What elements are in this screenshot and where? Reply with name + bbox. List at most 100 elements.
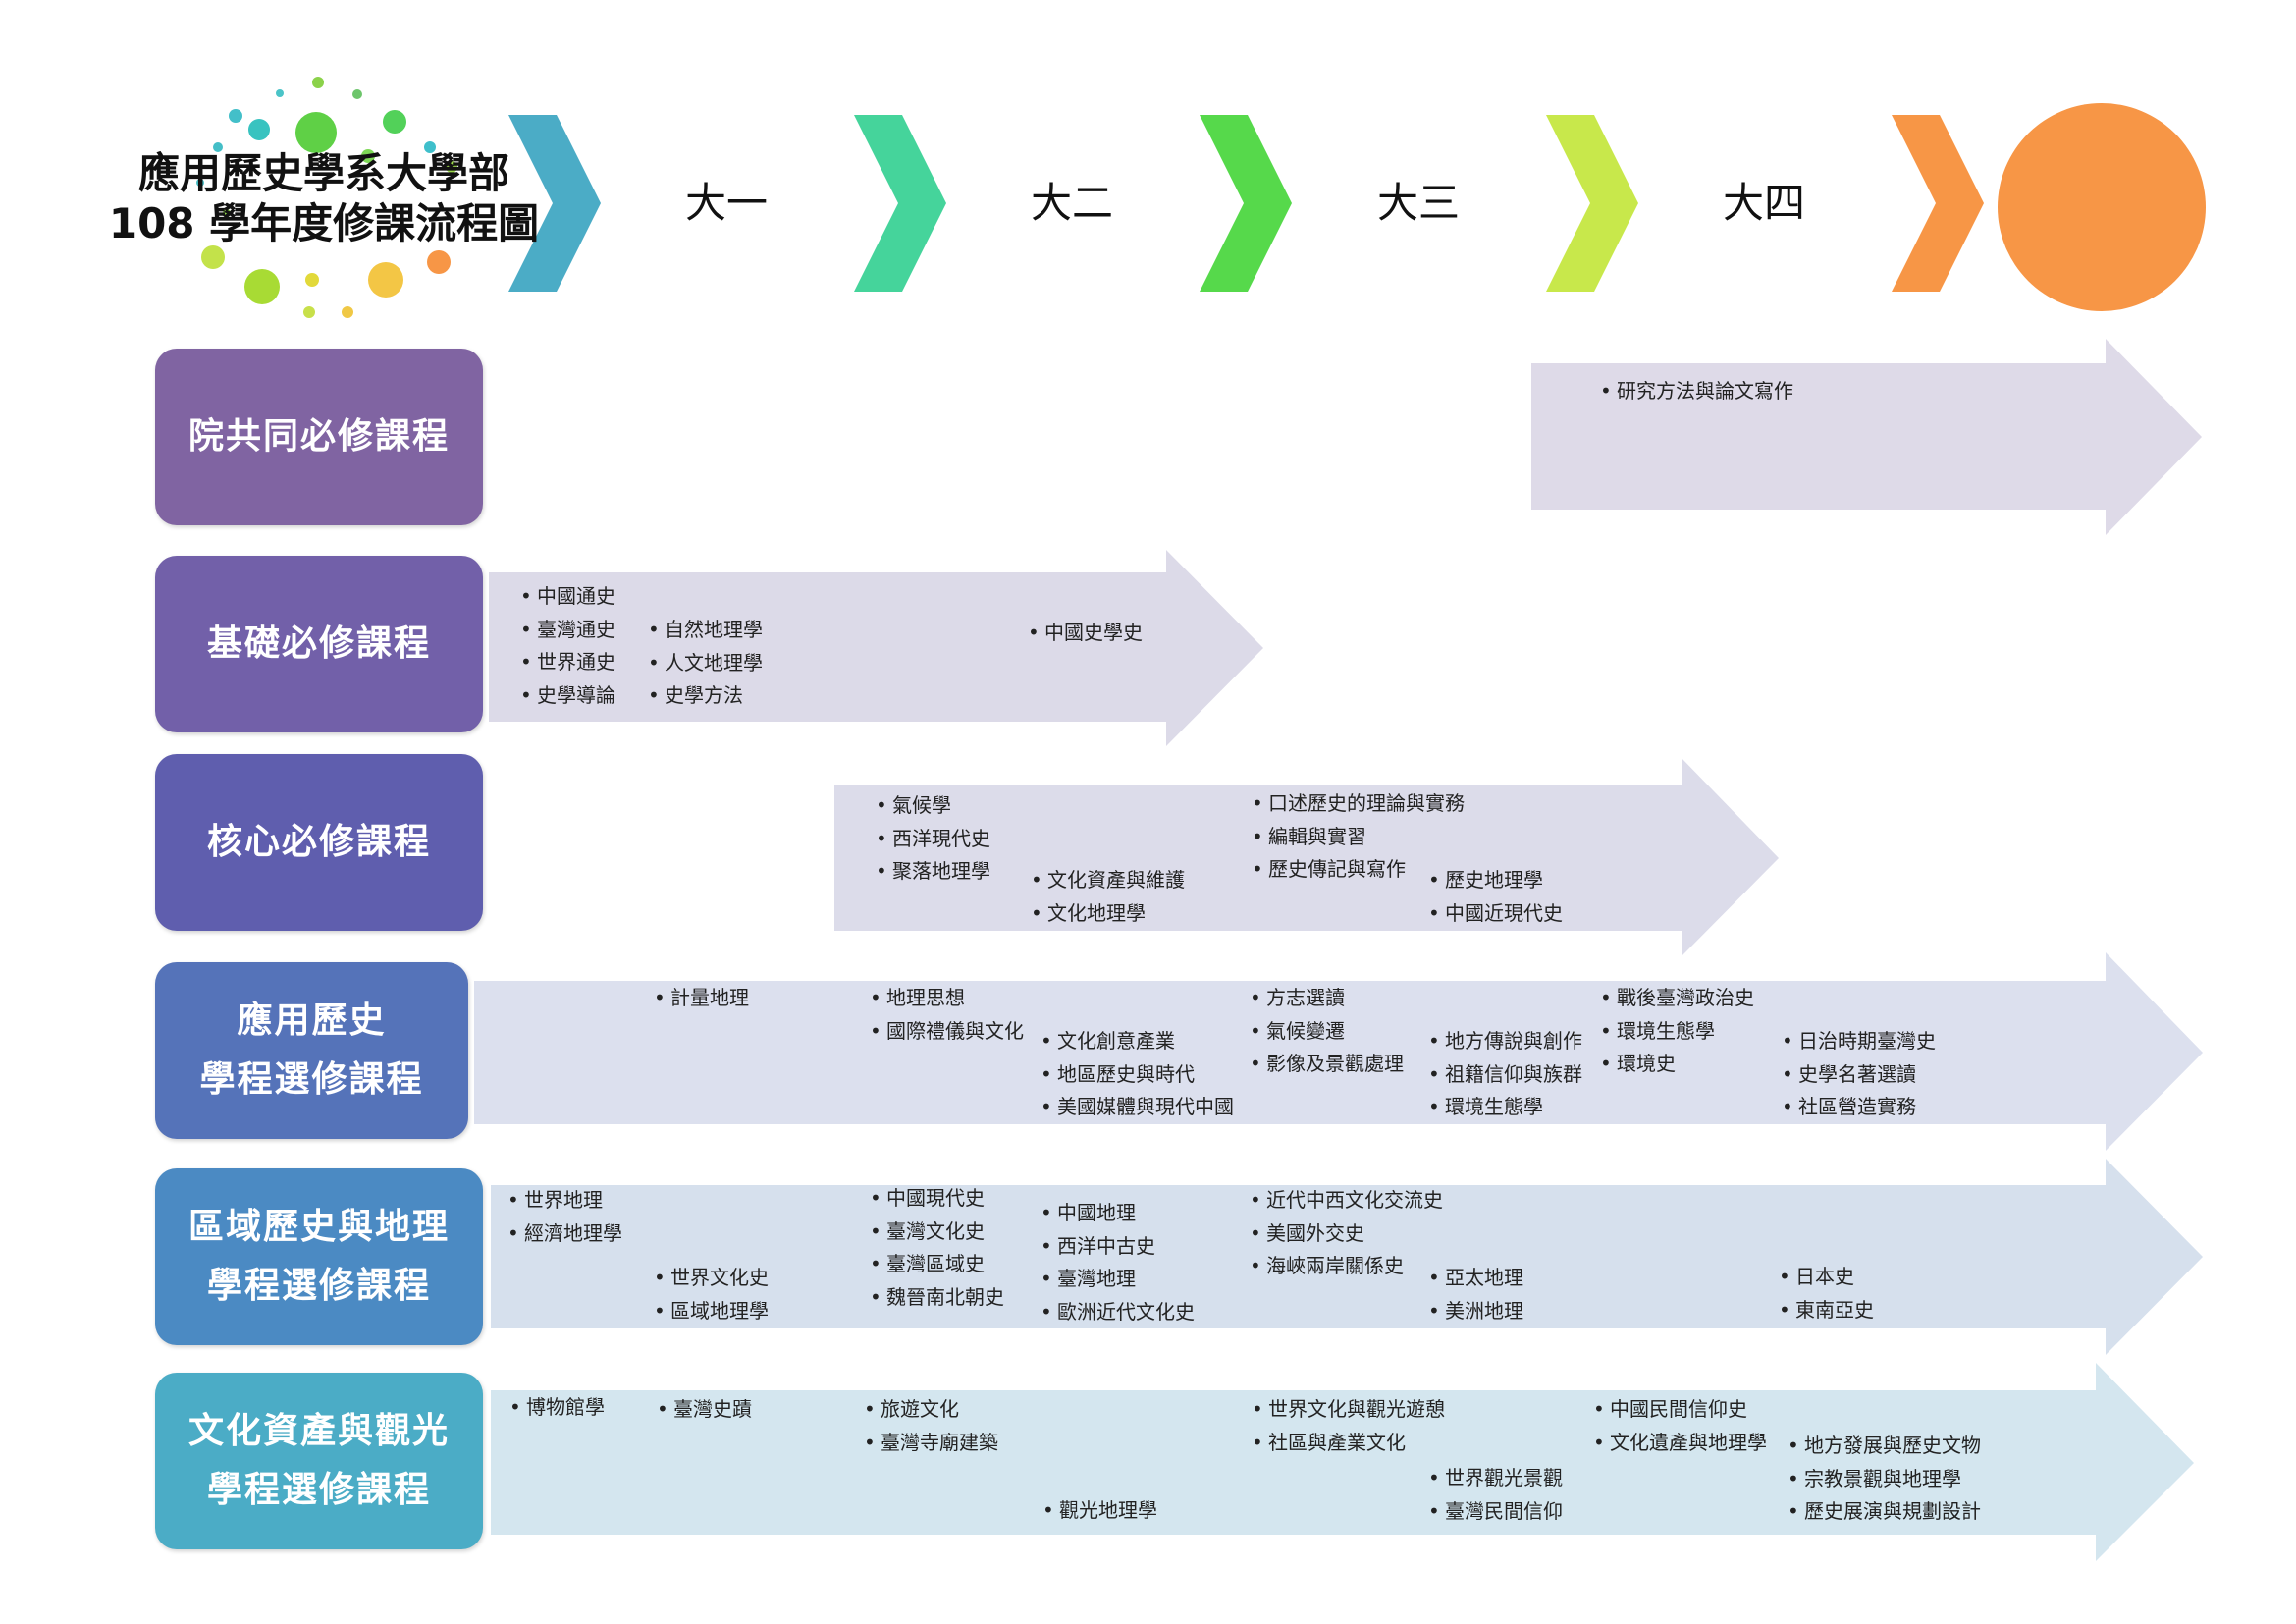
course-item: 宗教景觀與地理學 <box>1788 1463 1981 1496</box>
course-group: 近代中西文化交流史 美國外交史 海峽兩岸關係史 <box>1250 1184 1443 1283</box>
course-item: 文化地理學 <box>1031 897 1185 931</box>
course-group: 日治時期臺灣史 史學名著選讀 社區營造實務 <box>1782 1025 1936 1124</box>
decorative-dot <box>368 262 403 298</box>
course-item: 魏晉南北朝史 <box>870 1281 1004 1315</box>
course-item: 環境生態學 <box>1600 1015 1754 1049</box>
course-item: 編輯與實習 <box>1252 821 1465 854</box>
decorative-dot <box>229 109 242 123</box>
course-item: 國際禮儀與文化 <box>870 1015 1024 1049</box>
decorative-dot <box>201 245 225 269</box>
course-item: 中國民間信仰史 <box>1593 1393 1767 1427</box>
course-item: 臺灣通史 <box>520 614 615 647</box>
course-group: 研究方法與論文寫作 <box>1600 375 1793 408</box>
decorative-dot <box>248 119 270 140</box>
course-item: 西洋現代史 <box>876 823 990 856</box>
course-group: 戰後臺灣政治史 環境生態學 環境史 <box>1600 982 1754 1081</box>
course-group: 地方傳說與創作 祖籍信仰與族群 環境生態學 <box>1428 1025 1582 1124</box>
course-item: 口述歷史的理論與實務 <box>1252 787 1465 821</box>
course-item: 臺灣民間信仰 <box>1428 1495 1563 1529</box>
decorative-dot <box>312 77 324 88</box>
course-item: 海峽兩岸關係史 <box>1250 1250 1443 1283</box>
decorative-dot <box>244 269 280 304</box>
row-label-text: 學程選修課程 <box>206 1470 431 1510</box>
course-item: 世界文化史 <box>654 1262 769 1295</box>
course-group: 自然地理學 人文地理學 史學方法 <box>648 614 763 713</box>
chevron-arrow-3 <box>1200 115 1292 292</box>
course-item: 研究方法與論文寫作 <box>1600 375 1793 408</box>
course-group: 氣候學 西洋現代史 聚落地理學 <box>876 789 990 889</box>
row-label-core-required: 核心必修課程 <box>155 754 483 931</box>
course-item: 臺灣寺廟建築 <box>864 1427 998 1460</box>
course-item: 臺灣地理 <box>1041 1263 1195 1296</box>
decorative-dot <box>223 209 231 217</box>
course-item: 西洋中古史 <box>1041 1230 1195 1264</box>
course-item: 環境生態學 <box>1428 1091 1582 1124</box>
course-item: 方志選讀 <box>1250 982 1404 1015</box>
decorative-dot <box>305 273 319 287</box>
course-group: 地理思想 國際禮儀與文化 <box>870 982 1024 1048</box>
course-group: 日本史 東南亞史 <box>1779 1261 1874 1326</box>
course-item: 美洲地理 <box>1428 1295 1523 1328</box>
page-title-line-2: 108 學年度修課流程圖 <box>108 199 540 247</box>
course-item: 世界觀光景觀 <box>1428 1462 1563 1495</box>
chevron-arrow-1 <box>508 115 601 292</box>
decorative-dot <box>213 142 223 152</box>
decorative-dots <box>196 77 457 318</box>
course-group: 世界文化與觀光遊憩 社區與產業文化 <box>1252 1393 1445 1459</box>
course-group: 地方發展與歷史文物 宗教景觀與地理學 歷史展演與規劃設計 <box>1788 1430 1981 1529</box>
course-item: 世界文化與觀光遊憩 <box>1252 1393 1445 1427</box>
course-item: 觀光地理學 <box>1042 1494 1157 1528</box>
row-label-text: 核心必修課程 <box>206 822 431 862</box>
course-group: 世界觀光景觀 臺灣民間信仰 <box>1428 1462 1563 1528</box>
row-label-text: 學程選修課程 <box>206 1266 431 1306</box>
course-item: 美國媒體與現代中國 <box>1041 1091 1234 1124</box>
course-item: 社區營造實務 <box>1782 1091 1936 1124</box>
course-item: 日治時期臺灣史 <box>1782 1025 1936 1058</box>
year-label-2: 大二 <box>1030 179 1113 227</box>
decorative-dot <box>383 110 406 134</box>
course-item: 史學導論 <box>520 679 615 713</box>
row-label-college-required: 院共同必修課程 <box>155 349 483 525</box>
year-label-4: 大四 <box>1722 179 1805 227</box>
course-group: 臺灣史蹟 <box>657 1393 752 1427</box>
course-item: 計量地理 <box>654 982 749 1015</box>
course-item: 世界通史 <box>520 646 615 679</box>
decorative-dot <box>276 89 284 97</box>
course-group: 中國通史 臺灣通史 世界通史 史學導論 <box>520 580 615 712</box>
course-item: 歷史傳記與寫作 <box>1252 853 1465 887</box>
course-item: 日本史 <box>1779 1261 1874 1294</box>
course-item: 世界地理 <box>507 1184 622 1218</box>
course-group: 中國史學史 <box>1028 617 1143 650</box>
course-item: 臺灣史蹟 <box>657 1393 752 1427</box>
course-item: 經濟地理學 <box>507 1218 622 1251</box>
course-item: 文化資產與維護 <box>1031 864 1185 897</box>
decorative-dot <box>303 306 315 318</box>
course-item: 歐洲近代文化史 <box>1041 1296 1195 1329</box>
row-label-text: 基礎必修課程 <box>206 623 431 664</box>
course-group: 中國地理 西洋中古史 臺灣地理 歐洲近代文化史 <box>1041 1197 1195 1328</box>
row-label-text: 學程選修課程 <box>199 1059 424 1100</box>
course-item: 臺灣區域史 <box>870 1248 1004 1281</box>
course-item: 環境史 <box>1600 1048 1754 1081</box>
course-item: 亞太地理 <box>1428 1262 1523 1295</box>
course-item: 中國近現代史 <box>1428 897 1563 931</box>
row-label-text: 文化資產與觀光 <box>187 1411 450 1451</box>
course-item: 中國地理 <box>1041 1197 1195 1230</box>
course-item: 旅遊文化 <box>864 1393 998 1427</box>
row-label-text: 院共同必修課程 <box>187 416 450 457</box>
course-group: 方志選讀 氣候變遷 影像及景觀處理 <box>1250 982 1404 1081</box>
course-item: 文化遺產與地理學 <box>1593 1427 1767 1460</box>
decorative-dot <box>361 149 375 163</box>
row-label-regional-history-geography-program: 區域歷史與地理 學程選修課程 <box>155 1168 483 1345</box>
course-item: 近代中西文化交流史 <box>1250 1184 1443 1218</box>
course-item: 中國通史 <box>520 580 615 614</box>
course-item: 祖籍信仰與族群 <box>1428 1058 1582 1092</box>
course-item: 社區與產業文化 <box>1252 1427 1445 1460</box>
year-label-3: 大三 <box>1376 179 1460 227</box>
decorative-dot <box>427 250 451 274</box>
course-item: 東南亞史 <box>1779 1294 1874 1327</box>
row-label-text: 區域歷史與地理 <box>187 1207 450 1247</box>
decorative-dot <box>424 141 436 153</box>
course-item: 美國外交史 <box>1250 1218 1443 1251</box>
